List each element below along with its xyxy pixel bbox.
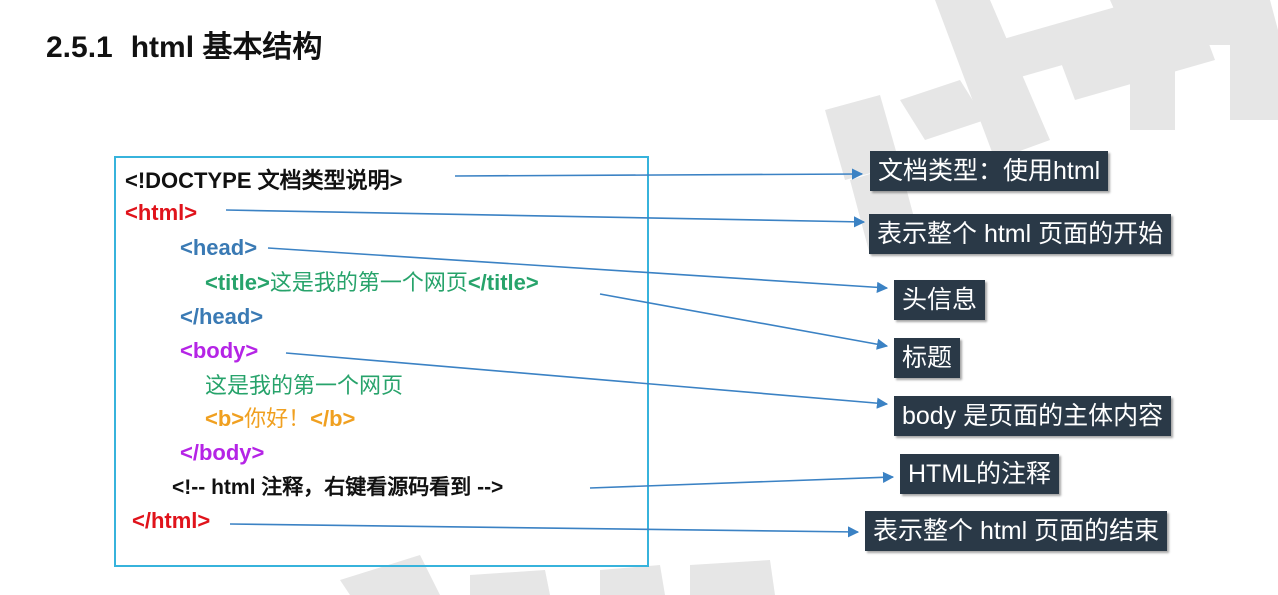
code-line-head-close: </head> <box>180 304 264 329</box>
arrow-html-open <box>225 209 866 228</box>
code-line-body-close: </body> <box>180 440 265 465</box>
code-line-doctype: <!DOCTYPE 文档类型说明> <box>125 166 403 196</box>
code-box <box>114 156 649 567</box>
page-title: 2.5.1 html 基本结构 <box>46 22 322 66</box>
code-line-comment: <!-- html 注释，右键看源码看到 --> <box>172 476 504 499</box>
section-title: html 基本结构 <box>130 31 323 64</box>
code-line-html-open: <html> <box>125 200 198 225</box>
title-open-tag: <title> <box>205 270 270 295</box>
code-line-b: <b>你好！</b> <box>205 404 355 434</box>
annotation-comment: HTML的注释 <box>900 454 1060 494</box>
code-line-body-text: 这是我的第一个网页 <box>205 373 404 398</box>
arrow-html-close <box>229 523 860 538</box>
code-line-html-close: </html> <box>132 508 211 533</box>
title-text: 这是我的第一个网页 <box>269 270 468 295</box>
b-close-tag: </b> <box>310 406 356 431</box>
annotation-doctype: 文档类型：使用html <box>870 151 1109 191</box>
section-number: 2.5.1 <box>46 31 113 64</box>
code-line-body-open: <body> <box>180 338 259 363</box>
annotation-head-info: 头信息 <box>894 280 986 320</box>
arrow-head <box>267 247 889 293</box>
arrow-body <box>285 352 889 409</box>
doctype-text: 文档类型说明> <box>257 168 403 193</box>
code-line-head-open: <head> <box>180 235 258 260</box>
doctype-tag: <!DOCTYPE <box>125 168 252 193</box>
annotation-html-start: 表示整个 html 页面的开始 <box>869 214 1172 254</box>
arrow-doctype <box>454 168 864 180</box>
b-open-tag: <b> <box>205 406 245 431</box>
title-close-tag: </title> <box>467 270 539 295</box>
code-line-title: <title>这是我的第一个网页</title> <box>205 268 539 298</box>
arrow-comment <box>589 471 895 489</box>
b-text: 你好！ <box>244 406 311 431</box>
annotation-title: 标题 <box>894 338 961 378</box>
annotation-body: body 是页面的主体内容 <box>894 396 1172 436</box>
arrow-title <box>599 293 889 350</box>
annotation-html-end: 表示整个 html 页面的结束 <box>865 511 1168 551</box>
